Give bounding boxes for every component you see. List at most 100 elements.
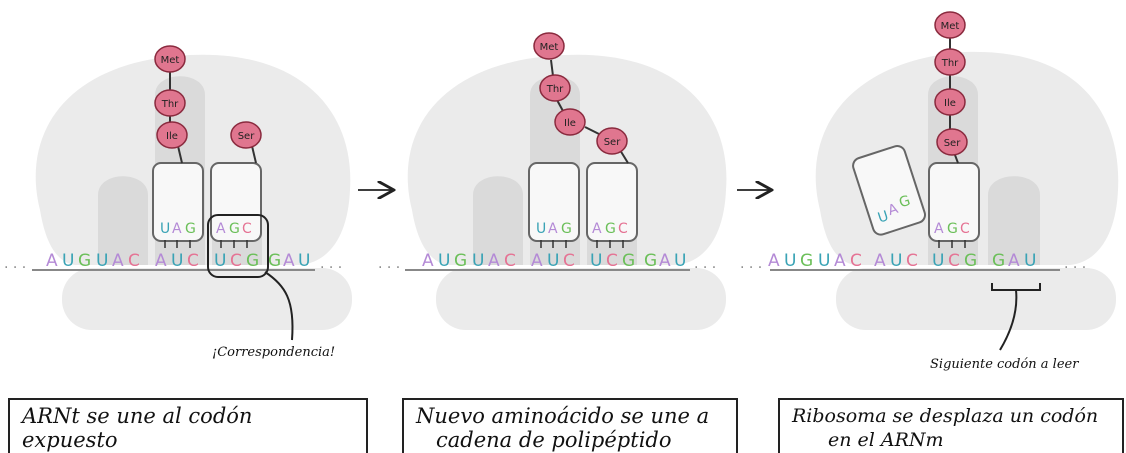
mrna-dots-right: · · · bbox=[1064, 260, 1086, 276]
svg-text:A: A bbox=[934, 221, 944, 237]
svg-text:G: G bbox=[605, 221, 616, 237]
amino-acid-thr: Thr bbox=[934, 48, 966, 76]
anticodon-trna-p: A G C bbox=[934, 221, 970, 237]
caption-step-3: Ribosoma se desplaza un codón en el ARNm bbox=[778, 398, 1124, 453]
amino-acid-ser: Ser bbox=[936, 128, 968, 156]
svg-text:C: C bbox=[618, 221, 628, 237]
amino-acid-ile: Ile bbox=[554, 108, 586, 136]
caption-step-1: ARNt se une al codón expuesto bbox=[8, 398, 368, 453]
svg-text:U: U bbox=[784, 251, 796, 271]
anticodon-trna-p: U A G bbox=[536, 221, 572, 237]
svg-text:G: G bbox=[644, 251, 657, 271]
amino-acid-ile: Ile bbox=[934, 88, 966, 116]
ribosome-small-subunit bbox=[836, 268, 1116, 330]
svg-text:U: U bbox=[547, 251, 559, 271]
svg-text:Ile: Ile bbox=[166, 131, 178, 142]
svg-text:Thr: Thr bbox=[546, 84, 564, 95]
ribosome-site-e bbox=[98, 176, 148, 265]
svg-text:G: G bbox=[622, 251, 635, 271]
svg-text:A: A bbox=[874, 251, 886, 271]
mrna-dots-right: · · · bbox=[320, 260, 342, 276]
base-pair-ticks bbox=[540, 240, 624, 248]
amino-acid-thr: Thr bbox=[154, 89, 186, 117]
svg-text:Ser: Ser bbox=[944, 138, 962, 149]
caption-step-3-line1: Ribosoma se desplaza un codón bbox=[792, 405, 1099, 427]
svg-text:C: C bbox=[230, 251, 242, 271]
base-pair-ticks bbox=[164, 240, 248, 248]
trna-a-site bbox=[586, 162, 638, 242]
callout-line bbox=[264, 271, 294, 341]
svg-text:Thr: Thr bbox=[161, 99, 179, 110]
ribosome-site-a bbox=[988, 176, 1040, 265]
svg-text:U: U bbox=[890, 251, 902, 271]
svg-text:C: C bbox=[187, 251, 199, 271]
svg-text:G: G bbox=[561, 221, 572, 237]
svg-text:U: U bbox=[876, 208, 891, 226]
svg-text:U: U bbox=[590, 251, 602, 271]
svg-text:U: U bbox=[674, 251, 686, 271]
next-codon-note: Siguiente codón a leer bbox=[930, 357, 1079, 372]
svg-text:U: U bbox=[62, 251, 74, 271]
ribosome-site-e bbox=[473, 176, 523, 265]
svg-text:Ser: Ser bbox=[238, 131, 256, 142]
released-trna: U A G bbox=[852, 145, 927, 236]
svg-text:C: C bbox=[850, 251, 862, 271]
svg-text:U: U bbox=[1024, 251, 1036, 271]
svg-text:U: U bbox=[438, 251, 450, 271]
svg-text:Ile: Ile bbox=[944, 98, 956, 109]
svg-text:A: A bbox=[46, 251, 58, 271]
svg-text:A: A bbox=[216, 221, 226, 237]
base-pair-ticks bbox=[938, 240, 966, 248]
amino-acid-thr: Thr bbox=[539, 74, 571, 102]
amino-acid-met: Met bbox=[934, 11, 966, 39]
trna-p-site bbox=[152, 162, 204, 242]
amino-acid-ser-incoming: Ser bbox=[230, 121, 262, 149]
caption-step-2-line1: Nuevo aminoácido se une a bbox=[416, 404, 710, 428]
ribosome-small-subunit bbox=[62, 268, 352, 330]
svg-text:U: U bbox=[160, 221, 170, 237]
amino-acid-ile: Ile bbox=[156, 121, 188, 149]
panel-2: Met Thr Ile Ser U A G A G C · · · bbox=[378, 32, 727, 330]
mrna-dots-left: · · · bbox=[378, 260, 400, 276]
caption-step-1-text: ARNt se une al codón expuesto bbox=[22, 404, 253, 452]
svg-text:U: U bbox=[472, 251, 484, 271]
svg-text:A: A bbox=[768, 251, 780, 271]
anticodon-trna-p: U A G bbox=[160, 221, 196, 237]
svg-text:G: G bbox=[800, 251, 813, 271]
svg-text:A: A bbox=[592, 221, 602, 237]
svg-text:G: G bbox=[454, 251, 467, 271]
svg-text:C: C bbox=[960, 221, 970, 237]
svg-text:A: A bbox=[659, 251, 671, 271]
svg-text:C: C bbox=[563, 251, 575, 271]
codon-highlight-box bbox=[207, 214, 269, 278]
mrna-dots-left: · · · bbox=[740, 260, 762, 276]
svg-text:A: A bbox=[283, 251, 295, 271]
svg-text:Met: Met bbox=[161, 55, 180, 66]
svg-text:G: G bbox=[947, 221, 958, 237]
svg-text:C: C bbox=[242, 221, 252, 237]
svg-text:A: A bbox=[531, 251, 543, 271]
svg-text:A: A bbox=[488, 251, 500, 271]
svg-text:U: U bbox=[818, 251, 830, 271]
ribosome-small-subunit bbox=[436, 268, 726, 330]
caption-step-3-line2: en el ARNm bbox=[828, 429, 944, 451]
svg-text:U: U bbox=[298, 251, 310, 271]
anticodon-trna-a: A G C bbox=[592, 221, 628, 237]
chain-link bbox=[619, 149, 629, 164]
chain-link bbox=[556, 99, 564, 112]
chain-link bbox=[177, 145, 183, 164]
svg-text:U: U bbox=[536, 221, 546, 237]
mrna-bases: A U G U A C A U C U C G G A U bbox=[422, 251, 686, 271]
svg-text:C: C bbox=[128, 251, 140, 271]
panel-3: U A G Met Thr Ile Ser A G C bbox=[740, 11, 1119, 372]
svg-text:U: U bbox=[932, 251, 944, 271]
svg-text:G: G bbox=[229, 221, 240, 237]
amino-acid-met: Met bbox=[533, 32, 565, 60]
svg-text:Thr: Thr bbox=[941, 58, 959, 69]
trna-p-site bbox=[528, 162, 580, 242]
mrna-bases: A U G U A C A U C U C G G A U bbox=[768, 251, 1036, 271]
match-note: ¡Correspondencia! bbox=[212, 345, 335, 360]
svg-text:A: A bbox=[422, 251, 434, 271]
chain-link bbox=[550, 59, 554, 77]
